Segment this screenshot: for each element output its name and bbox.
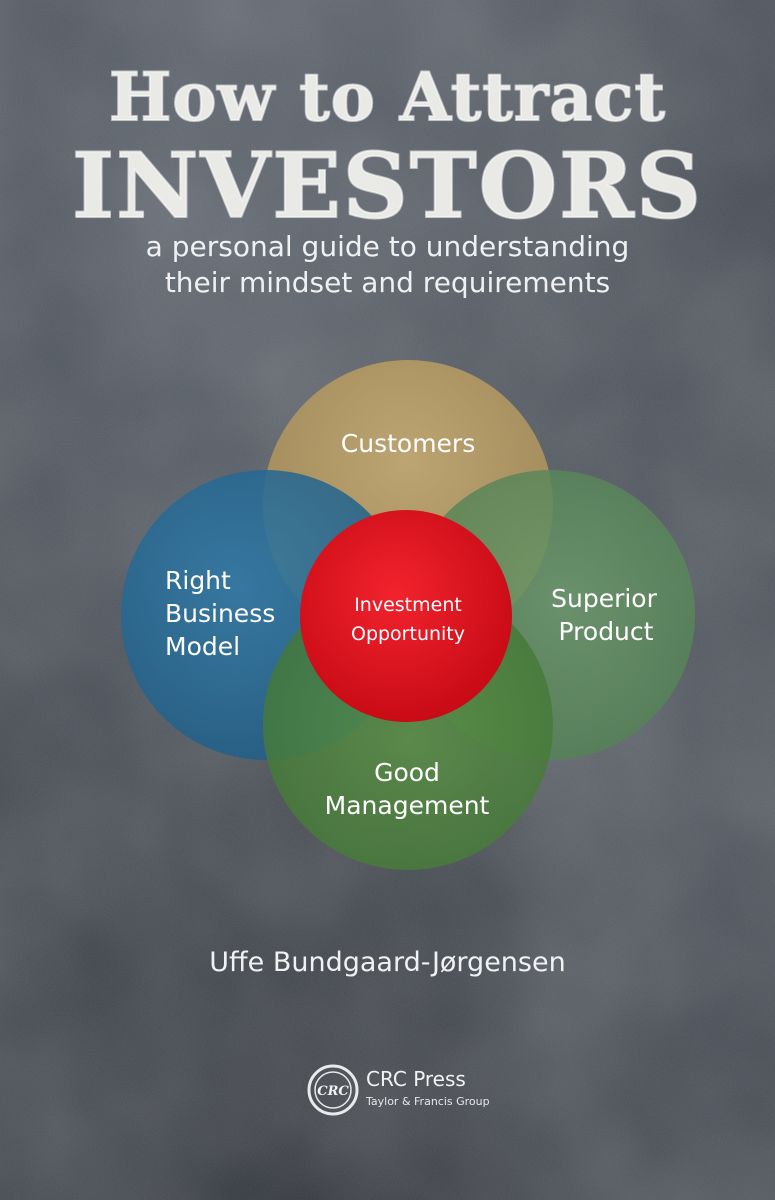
investment-opportunity-label-line-1: Investment — [354, 594, 462, 616]
title-line-2: INVESTORS — [71, 132, 703, 240]
title-line-1: How to Attract — [108, 57, 666, 137]
investment-opportunity-label-line-2: Opportunity — [351, 623, 465, 645]
customers-label: Customers — [341, 429, 475, 458]
right-business-model-label-line-1: Right — [165, 566, 231, 595]
good-management-label-line-2: Management — [325, 791, 490, 820]
good-management-label-line-1: Good — [374, 758, 440, 787]
crc-logo-text: CRC — [317, 1084, 349, 1099]
author-name: Uffe Bundgaard-Jørgensen — [209, 947, 566, 978]
subtitle-line-1: a personal guide to understanding — [145, 230, 630, 263]
subtitle-line-2: their mindset and requirements — [164, 266, 611, 299]
superior-product-label-line-1: Superior — [551, 584, 657, 613]
superior-product-label-line-2: Product — [559, 617, 654, 646]
publisher-name: CRC Press — [366, 1067, 466, 1091]
investment-opportunity-circle — [300, 510, 512, 722]
right-business-model-label-line-3: Model — [165, 632, 240, 661]
publisher-group: Taylor & Francis Group — [366, 1095, 490, 1108]
publisher-block: CRC CRC Press Taylor & Francis Group — [306, 1063, 526, 1117]
crc-press-logo-icon: CRC — [307, 1064, 359, 1116]
right-business-model-label-line-2: Business — [165, 599, 275, 628]
